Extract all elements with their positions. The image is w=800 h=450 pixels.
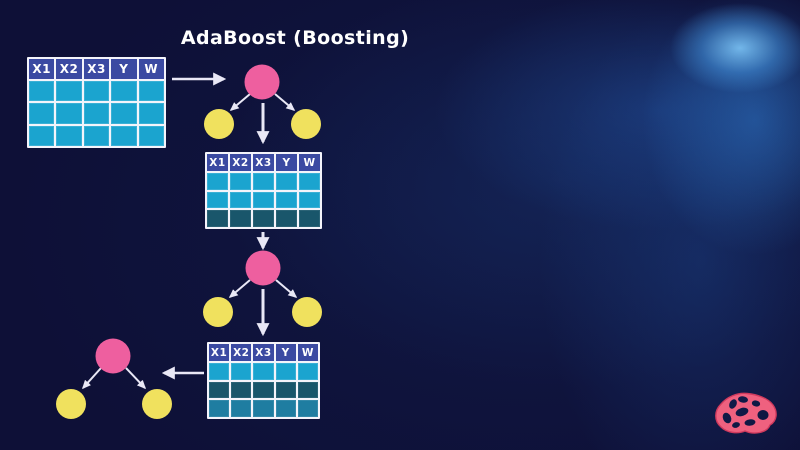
data-cell xyxy=(138,125,164,146)
column-header: Y xyxy=(275,344,296,361)
data-cell xyxy=(297,400,318,417)
branch-left-arrow xyxy=(228,279,251,298)
data-cell xyxy=(253,191,274,209)
data-cell xyxy=(29,81,55,102)
column-header: Y xyxy=(276,154,297,171)
column-header: X2 xyxy=(56,59,82,79)
decision-stump-3 xyxy=(56,338,172,419)
data-cell xyxy=(230,173,251,190)
leaf-node xyxy=(204,109,234,139)
data-cell xyxy=(209,400,230,417)
data-cell xyxy=(111,81,137,102)
data-cell xyxy=(56,103,82,124)
data-cell xyxy=(275,381,296,399)
column-header: X3 xyxy=(253,154,274,171)
column-header: X2 xyxy=(231,344,252,361)
data-cell xyxy=(207,173,228,190)
decision-stump-2 xyxy=(203,250,322,327)
column-header: W xyxy=(297,344,318,361)
data-cell xyxy=(138,103,164,124)
column-header: X2 xyxy=(230,154,251,171)
data-cell xyxy=(56,125,82,146)
data-cell xyxy=(253,173,274,190)
data-cell xyxy=(230,210,251,227)
data-cell xyxy=(276,210,297,227)
data-cell xyxy=(299,210,320,227)
column-header: X3 xyxy=(253,344,274,361)
data-cell xyxy=(230,191,251,209)
data-cell xyxy=(276,173,297,190)
data-cell xyxy=(253,400,274,417)
branch-right-arrow xyxy=(274,93,296,111)
data-cell xyxy=(275,363,296,380)
data-cell xyxy=(209,381,230,399)
branch-left-arrow xyxy=(229,93,251,111)
column-header: W xyxy=(138,59,164,79)
data-cell xyxy=(207,210,228,227)
data-cell xyxy=(297,381,318,399)
leaf-node xyxy=(291,109,321,139)
root-node xyxy=(244,64,280,100)
data-cell xyxy=(83,125,110,146)
data-cell xyxy=(253,210,274,227)
leaf-node xyxy=(56,389,86,419)
page-title: AdaBoost (Boosting) xyxy=(180,27,410,49)
root-node xyxy=(245,250,281,286)
column-header: W xyxy=(299,154,320,171)
data-cell xyxy=(29,103,55,124)
data-cell xyxy=(29,125,55,146)
data-cell xyxy=(299,191,320,209)
data-cell xyxy=(253,381,274,399)
data-cell xyxy=(231,400,252,417)
column-header: X3 xyxy=(83,59,110,79)
data-cell xyxy=(231,381,252,399)
data-cell xyxy=(111,125,137,146)
data-cell xyxy=(276,191,297,209)
data-cell xyxy=(83,81,110,102)
data-cell xyxy=(56,81,82,102)
data-cell xyxy=(111,103,137,124)
data-cell xyxy=(138,81,164,102)
decision-stump-1 xyxy=(204,64,321,139)
leaf-node xyxy=(142,389,172,419)
data-cell xyxy=(299,173,320,190)
leaf-node xyxy=(203,297,233,327)
column-header: Y xyxy=(111,59,137,79)
data-cell xyxy=(207,191,228,209)
brain-logo-icon xyxy=(712,390,780,442)
data-cell xyxy=(297,363,318,380)
column-header: X1 xyxy=(29,59,55,79)
data-cell xyxy=(209,363,230,380)
data-cell xyxy=(275,400,296,417)
root-node xyxy=(95,338,131,374)
column-header: X1 xyxy=(207,154,228,171)
branch-right-arrow xyxy=(125,367,147,390)
data-cell xyxy=(83,103,110,124)
column-header: X1 xyxy=(209,344,230,361)
data-cell xyxy=(253,363,274,380)
branch-left-arrow xyxy=(81,367,102,390)
leaf-node xyxy=(292,297,322,327)
data-cell xyxy=(231,363,252,380)
branch-right-arrow xyxy=(275,279,298,298)
